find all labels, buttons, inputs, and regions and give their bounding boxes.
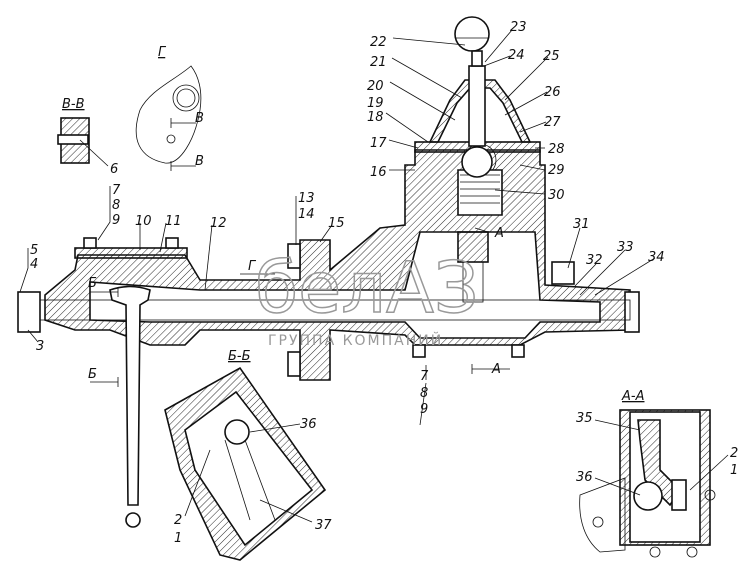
callout-1: 1 bbox=[174, 531, 182, 546]
callout-17: 17 bbox=[370, 136, 387, 151]
callout-6: 6 bbox=[110, 162, 118, 177]
callout-13: 13 bbox=[298, 191, 315, 206]
callout-33: 33 bbox=[617, 240, 634, 255]
section-title-g: Г bbox=[158, 45, 167, 60]
callout-2b: 2 bbox=[730, 446, 738, 461]
arrow-label-v1: В bbox=[195, 111, 204, 126]
callout-37: 37 bbox=[315, 518, 332, 533]
callout-8: 8 bbox=[112, 198, 120, 213]
section-vv bbox=[57, 117, 109, 167]
section-aa bbox=[579, 409, 716, 558]
watermark: белАЗ ГРУППА КОМПАНИЙ bbox=[254, 246, 479, 349]
arrow-label-b1: Б bbox=[88, 276, 97, 291]
callout-7: 7 bbox=[112, 183, 121, 198]
cover-plate bbox=[74, 247, 188, 259]
callout-25: 25 bbox=[543, 49, 560, 64]
callout-18: 18 bbox=[367, 110, 384, 125]
main-housing bbox=[17, 16, 640, 381]
callout-23: 23 bbox=[510, 20, 527, 35]
section-title-vv: В-В bbox=[62, 97, 85, 112]
callout-31: 31 bbox=[573, 217, 590, 232]
callout-29: 29 bbox=[548, 163, 565, 178]
callout-36: 36 bbox=[300, 417, 317, 432]
shift-lever bbox=[468, 65, 486, 147]
view-g bbox=[135, 65, 202, 171]
callout-3: 3 bbox=[36, 339, 44, 354]
end-cap-left bbox=[17, 291, 41, 333]
callout-21: 21 bbox=[370, 55, 387, 70]
callout-4: 4 bbox=[30, 257, 38, 272]
end-cap-right bbox=[624, 291, 640, 333]
section-title-bb: Б-Б bbox=[228, 349, 251, 364]
callout-22: 22 bbox=[370, 35, 387, 50]
callout-16: 16 bbox=[370, 165, 387, 180]
arrow-label-a2: А bbox=[491, 362, 501, 377]
arrow-label-g: Г bbox=[248, 259, 257, 274]
callout-12: 12 bbox=[210, 216, 227, 231]
callout-1b: 1 bbox=[730, 463, 738, 478]
callout-10: 10 bbox=[135, 214, 152, 229]
callout-2: 2 bbox=[174, 513, 182, 528]
external-lever bbox=[109, 285, 151, 528]
callouts: 22 23 24 25 26 27 21 20 19 18 17 16 28 2… bbox=[30, 20, 738, 546]
callout-26: 26 bbox=[544, 85, 561, 100]
callout-30: 30 bbox=[548, 188, 565, 203]
callout-19: 19 bbox=[367, 96, 384, 111]
lever-knob bbox=[454, 16, 490, 52]
callout-24: 24 bbox=[508, 48, 525, 63]
callout-11: 11 bbox=[165, 214, 182, 229]
callout-28: 28 bbox=[548, 142, 565, 157]
leader-lines bbox=[19, 29, 729, 523]
callout-5: 5 bbox=[30, 243, 38, 258]
arrow-label-a1: А bbox=[494, 226, 504, 241]
callout-14: 14 bbox=[298, 207, 315, 222]
arrow-label-b2: Б bbox=[88, 367, 97, 382]
callout-35: 35 bbox=[576, 411, 593, 426]
watermark-brand: белАЗ bbox=[255, 247, 479, 329]
callout-32: 32 bbox=[586, 253, 603, 268]
callout-20: 20 bbox=[367, 79, 384, 94]
callout-15: 15 bbox=[328, 216, 345, 231]
callout-27: 27 bbox=[544, 115, 561, 130]
callout-9: 9 bbox=[112, 213, 120, 228]
section-bb bbox=[164, 366, 327, 561]
arrow-label-v2: В bbox=[195, 154, 204, 169]
callout-36b: 36 bbox=[576, 470, 593, 485]
watermark-tagline: ГРУППА КОМПАНИЙ bbox=[268, 331, 443, 349]
section-title-aa: А-А bbox=[621, 389, 644, 404]
callout-34: 34 bbox=[648, 250, 665, 265]
rubber-boot bbox=[428, 79, 532, 143]
shift-rod bbox=[39, 299, 631, 321]
callout-7b: 7 bbox=[420, 369, 429, 384]
callout-9b: 9 bbox=[420, 402, 428, 417]
callout-8b: 8 bbox=[420, 386, 428, 401]
